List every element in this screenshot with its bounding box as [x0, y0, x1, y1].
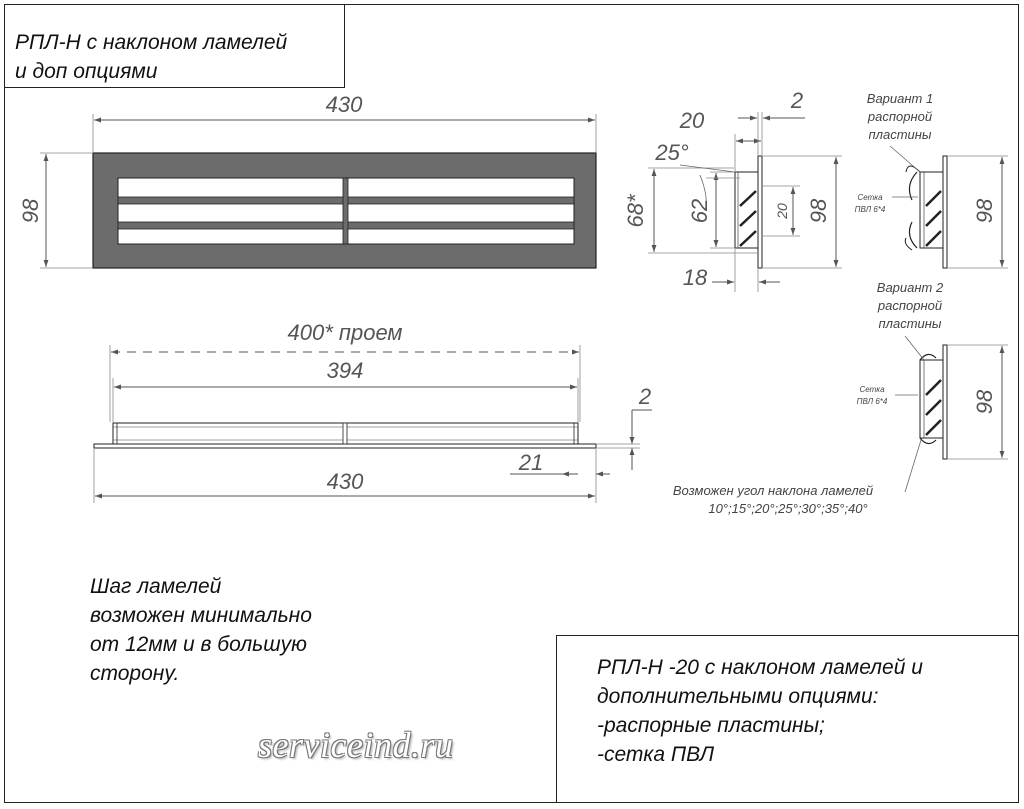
watermark: serviceind.ru: [258, 725, 454, 765]
info-line-3: -распорные пластины;: [597, 714, 825, 737]
variant1-caption-2: распорной: [867, 109, 932, 124]
variant2-view: [895, 335, 1008, 493]
section-height-20-label: 20: [774, 203, 790, 220]
front-height-label: 98: [18, 198, 43, 223]
note-line-1: Шаг ламелей: [90, 575, 222, 598]
variant2-mesh-1: Сетка: [859, 385, 885, 394]
front-view: [40, 114, 597, 269]
info-box: РПЛ-Н -20 с наклоном ламелей и дополните…: [556, 635, 1019, 803]
section-angle-label: 25°: [654, 140, 688, 165]
variant1-caption-1: Вариант 1: [867, 91, 933, 106]
bottom-view: [93, 345, 652, 503]
note-line-4: сторону.: [90, 662, 180, 685]
front-width-label: 430: [326, 92, 363, 117]
info-line-4: -сетка ПВЛ: [597, 743, 715, 766]
section-height-98-label: 98: [806, 198, 831, 223]
opening-label: 400* проем: [287, 320, 402, 345]
section-height-62-label: 62: [687, 199, 712, 223]
variant2-mesh-2: ПВЛ 6*4: [857, 397, 888, 406]
section-width-20-label: 20: [679, 108, 705, 133]
variant1-height-label: 98: [972, 198, 997, 223]
title-box: РПЛ-Н с наклоном ламелей и доп опциями: [4, 4, 345, 88]
variant1-mesh-1: Сетка: [857, 193, 883, 202]
inner-width-label: 394: [327, 358, 364, 383]
louvre-step-note: Шаг ламелей возможен минимально от 12мм …: [90, 572, 312, 688]
section-view: [648, 112, 842, 292]
variant2-caption-2: распорной: [877, 298, 942, 313]
angles-note-1: Возможен угол наклона ламелей: [673, 483, 873, 498]
note-line-2: возможен минимально: [90, 604, 312, 627]
variant2-caption-3: пластины: [879, 316, 942, 331]
note-line-3: от 12мм и в большую: [90, 633, 307, 656]
section-width-2-label: 2: [790, 88, 803, 113]
section-width-18-label: 18: [683, 265, 708, 290]
variant1-view: [889, 145, 1008, 269]
info-line-2: дополнительными опциями:: [597, 685, 879, 708]
total-width-label: 430: [327, 469, 364, 494]
info-line-1: РПЛ-Н -20 с наклоном ламелей и: [597, 656, 923, 679]
variant1-mesh-2: ПВЛ 6*4: [855, 205, 886, 214]
offset-label: 21: [518, 450, 543, 475]
variant2-height-label: 98: [972, 389, 997, 414]
title-line-1: РПЛ-Н с наклоном ламелей: [15, 31, 288, 54]
section-height-68-label: 68*: [623, 193, 648, 227]
title-line-2: и доп опциями: [15, 60, 158, 83]
variant2-caption-1: Вариант 2: [877, 280, 944, 295]
angles-note-2: 10°;15°;20°;25°;30°;35°;40°: [708, 501, 867, 516]
drawing-frame: [4, 4, 1019, 803]
variant1-caption-3: пластины: [869, 127, 932, 142]
thickness-label: 2: [638, 384, 651, 409]
